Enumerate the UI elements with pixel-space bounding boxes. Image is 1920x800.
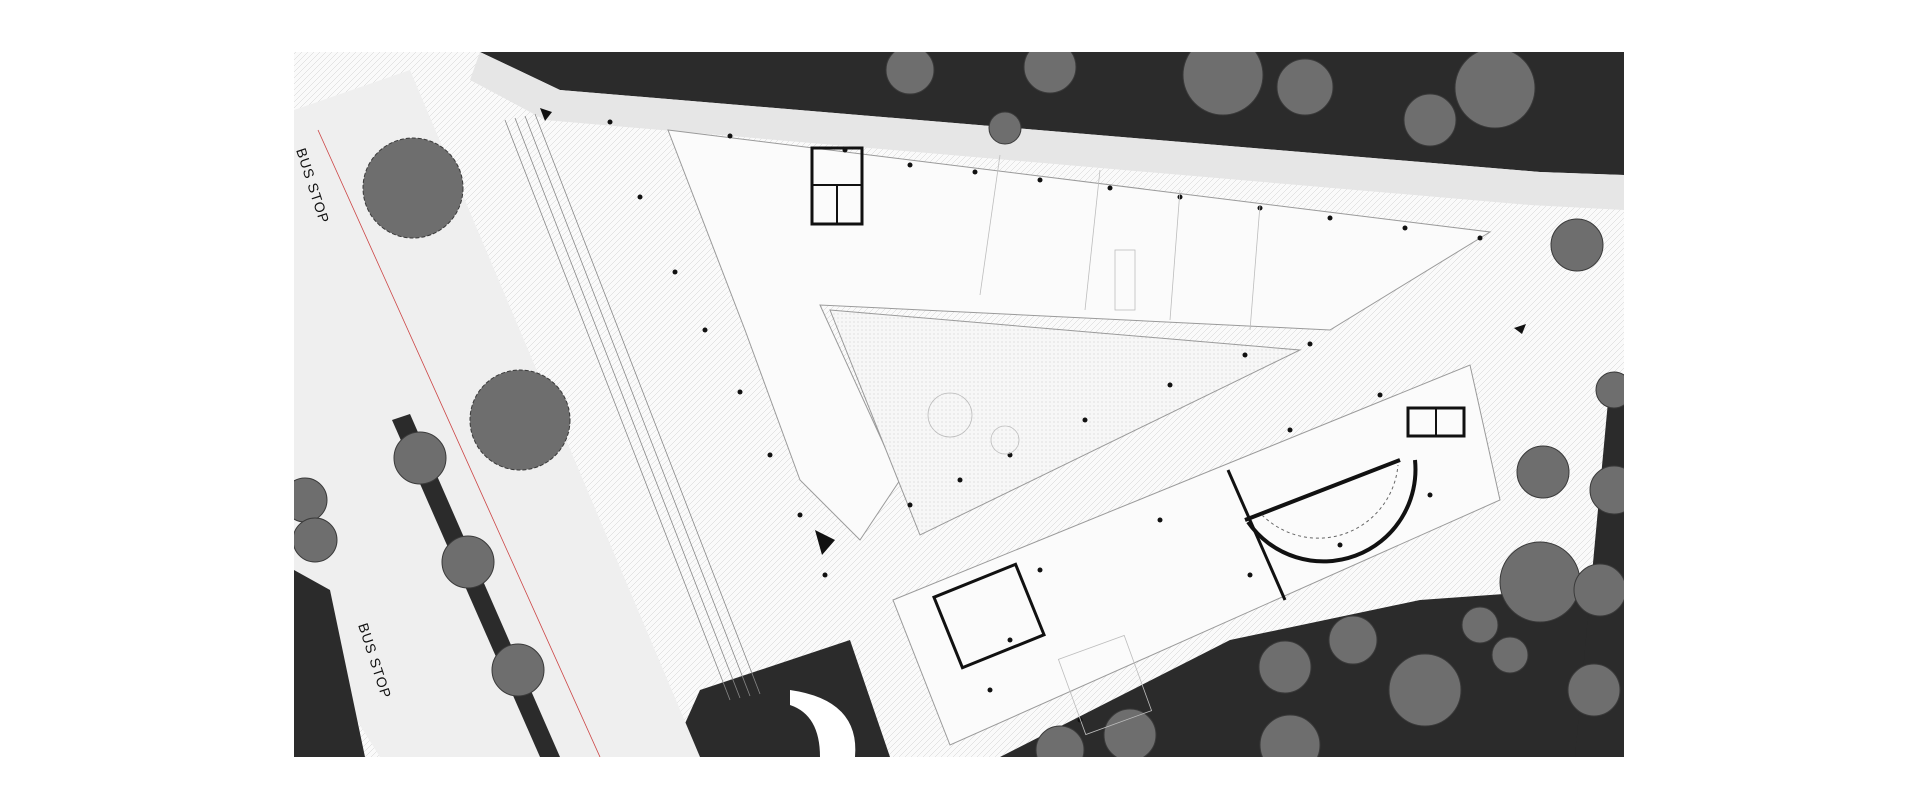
structural-columns — [607, 119, 1483, 723]
stair-core-bottom — [932, 562, 1046, 670]
bottom-mid-curve — [790, 690, 856, 757]
property-line — [317, 129, 601, 757]
stair-core-right — [1406, 406, 1466, 438]
left-dark-corner — [294, 570, 365, 757]
top-dark-block — [480, 52, 1624, 175]
stair-core-top — [810, 146, 864, 226]
building-lower-wing — [892, 364, 1501, 746]
courtyard — [829, 309, 1302, 536]
interior-lines — [927, 154, 1261, 736]
ramp-stripes — [504, 113, 761, 701]
entrance-markers — [540, 108, 1526, 555]
top-street — [470, 52, 1624, 210]
trees — [294, 52, 1624, 757]
auditorium — [1226, 458, 1418, 601]
